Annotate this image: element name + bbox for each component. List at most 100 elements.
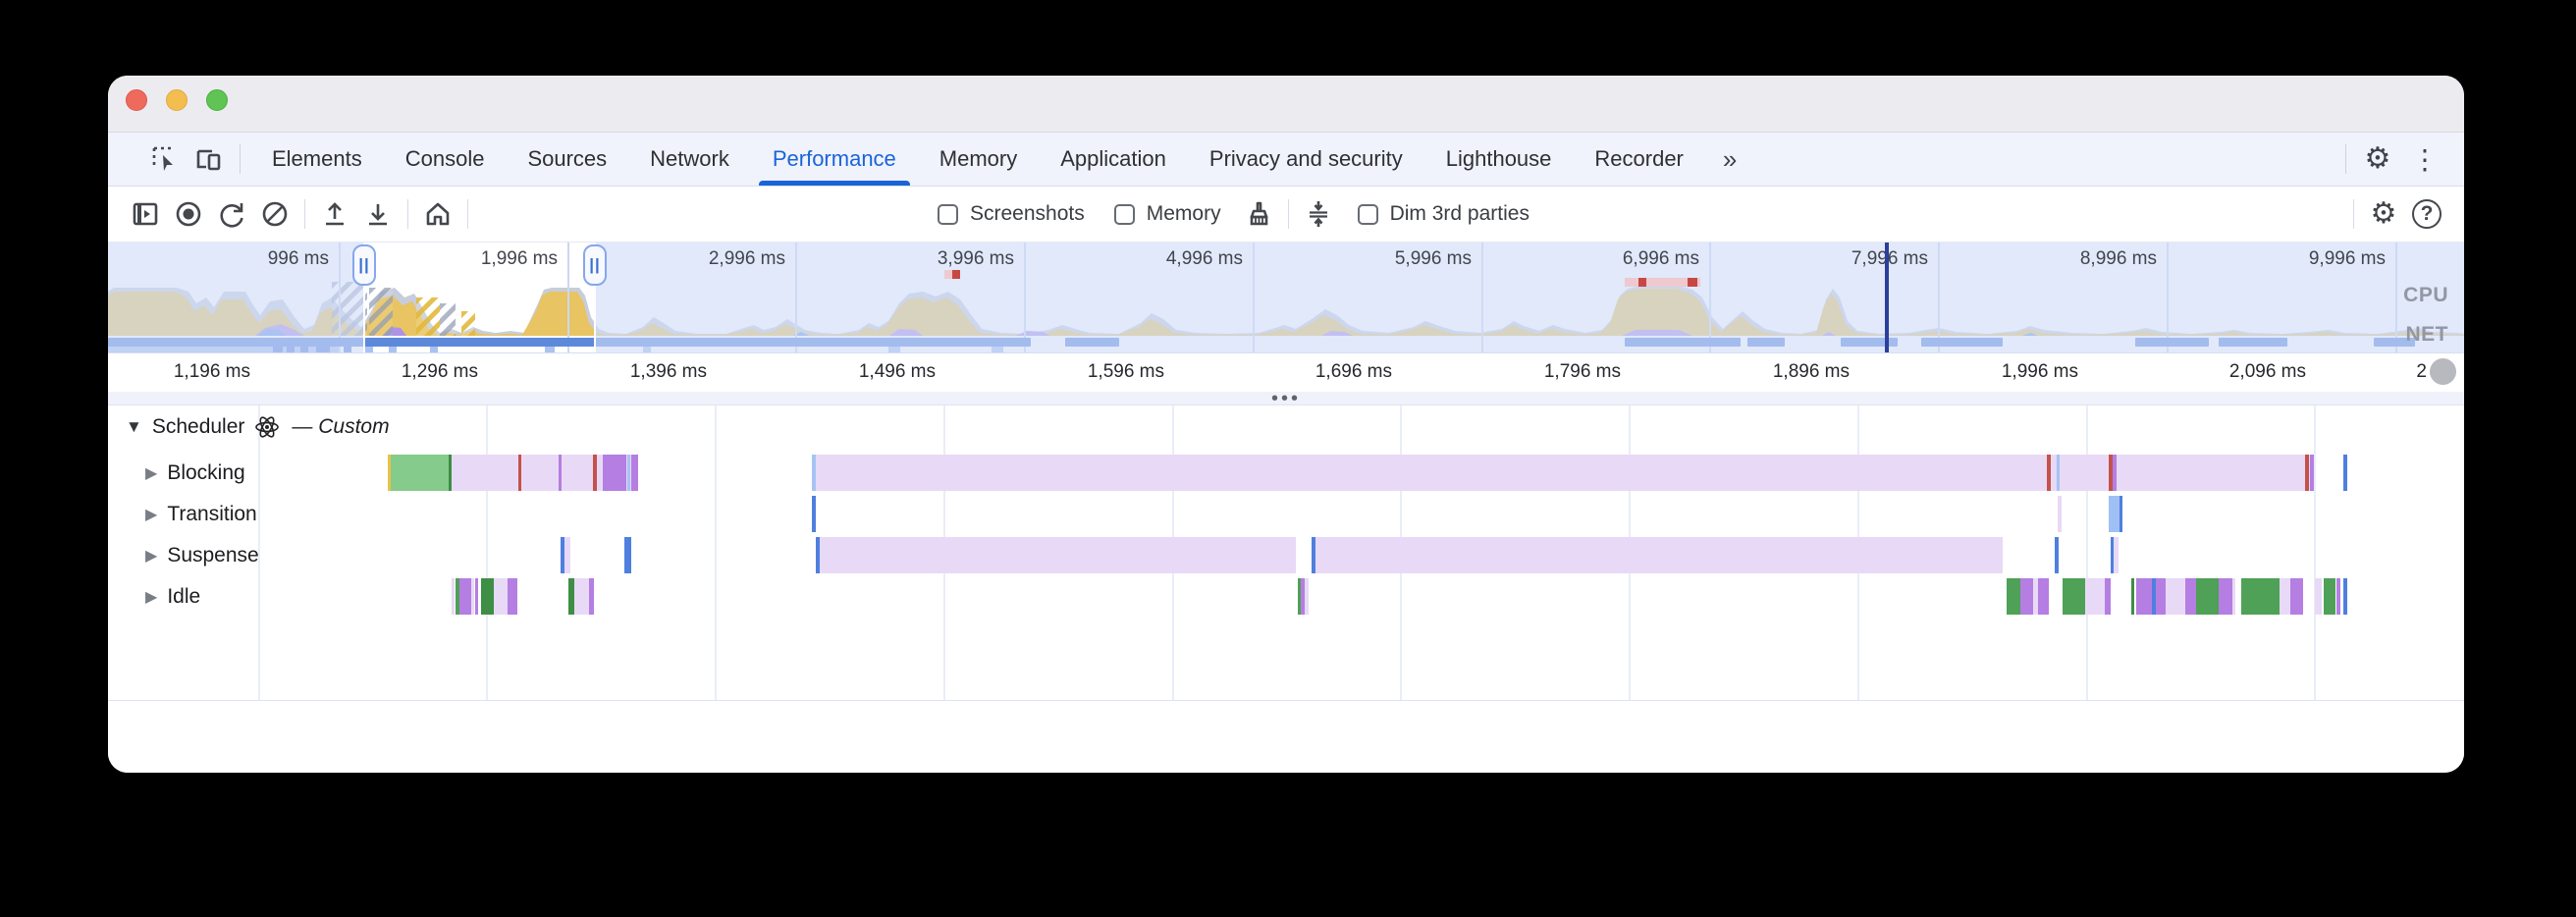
track-row-blocking[interactable]: ▶Blocking (145, 461, 245, 485)
flame-event-idle[interactable] (589, 578, 594, 615)
flame-event-idle[interactable] (2131, 578, 2134, 615)
selection-left-handle[interactable]: || (352, 244, 376, 286)
flame-event-idle[interactable] (2033, 578, 2038, 615)
flame-event-idle[interactable] (2152, 578, 2156, 615)
flame-event-blocking[interactable] (812, 455, 816, 491)
tab-privacy-and-security[interactable]: Privacy and security (1208, 146, 1403, 171)
upload-profile-icon[interactable] (313, 192, 356, 236)
more-tabs-icon[interactable]: » (1722, 143, 1737, 174)
flame-event-blocking[interactable] (631, 455, 638, 491)
track-row-suspense[interactable]: ▶Suspense (145, 544, 259, 567)
flame-event-blocking[interactable] (2057, 455, 2060, 491)
flame-event-idle[interactable] (2336, 578, 2340, 615)
memory-checkbox[interactable] (1113, 203, 1135, 225)
flame-event-idle[interactable] (2085, 578, 2107, 615)
flame-event-idle[interactable] (2219, 578, 2232, 615)
help-icon[interactable]: ? (2405, 192, 2448, 236)
flame-event-idle[interactable] (1298, 578, 1301, 615)
tab-sources[interactable]: Sources (527, 146, 608, 171)
flame-event-idle[interactable] (471, 578, 474, 615)
collapse-triangle-icon[interactable]: ▼ (126, 417, 142, 436)
flame-event-idle[interactable] (2105, 578, 2111, 615)
flame-event-blocking[interactable] (2113, 455, 2117, 491)
tab-application[interactable]: Application (1060, 146, 1166, 171)
playhead-marker[interactable] (1885, 243, 1889, 352)
capture-settings-gear-icon[interactable]: ⚙ (2370, 197, 2397, 230)
home-icon[interactable] (416, 192, 459, 236)
screenshots-checkbox[interactable] (938, 203, 958, 225)
flame-event-idle[interactable] (459, 578, 471, 615)
flame-event-suspense[interactable] (564, 537, 570, 573)
flame-event-idle[interactable] (2136, 578, 2152, 615)
flame-event-suspense[interactable] (2111, 537, 2114, 573)
flame-event-idle[interactable] (2007, 578, 2020, 615)
flame-event-blocking[interactable] (449, 455, 452, 491)
close-window-button[interactable] (126, 89, 147, 111)
clear-recording-icon[interactable] (253, 192, 296, 236)
flame-event-idle[interactable] (2038, 578, 2049, 615)
expand-triangle-icon[interactable]: ▶ (145, 507, 158, 523)
zoom-window-button[interactable] (206, 89, 228, 111)
flame-event-blocking[interactable] (518, 455, 521, 491)
flame-event-suspense[interactable] (2055, 537, 2059, 573)
flame-event-idle[interactable] (574, 578, 589, 615)
flame-event-suspense[interactable] (1315, 537, 2003, 573)
flame-event-idle[interactable] (452, 578, 455, 615)
flame-event-idle[interactable] (2196, 578, 2219, 615)
flame-event-blocking[interactable] (391, 455, 449, 491)
minimize-window-button[interactable] (166, 89, 188, 111)
compress-view-icon[interactable] (1297, 192, 1340, 236)
flame-event-transition[interactable] (2120, 496, 2122, 532)
flame-event-idle[interactable] (2280, 578, 2290, 615)
tab-performance[interactable]: Performance (751, 133, 918, 186)
flame-event-idle[interactable] (2166, 578, 2185, 615)
flame-event-blocking[interactable] (2047, 455, 2051, 491)
flame-event-blocking[interactable] (627, 455, 630, 491)
tab-network[interactable]: Network (650, 146, 729, 171)
track-group-scheduler[interactable]: ▼ Scheduler — Custom (126, 414, 390, 440)
flame-event-suspense[interactable] (2114, 537, 2119, 573)
track-row-transition[interactable]: ▶Transition (145, 503, 257, 526)
flame-event-idle[interactable] (1301, 578, 1305, 615)
tab-console[interactable]: Console (404, 146, 485, 171)
flame-event-blocking[interactable] (603, 455, 626, 491)
flame-event-blocking[interactable] (593, 455, 597, 491)
flame-event-idle[interactable] (2315, 578, 2322, 615)
tab-memory[interactable]: Memory (939, 146, 1018, 171)
flame-event-blocking[interactable] (2310, 455, 2314, 491)
flame-event-transition[interactable] (812, 496, 816, 532)
flame-event-suspense[interactable] (624, 537, 631, 573)
flame-event-idle[interactable] (456, 578, 459, 615)
flame-event-idle[interactable] (2020, 578, 2033, 615)
flame-event-idle[interactable] (508, 578, 517, 615)
flame-event-idle[interactable] (568, 578, 574, 615)
toggle-sidebar-icon[interactable] (124, 192, 167, 236)
flame-event-idle[interactable] (1305, 578, 1309, 615)
flame-event-blocking[interactable] (816, 455, 2313, 491)
flame-event-idle[interactable] (481, 578, 494, 615)
flame-event-idle[interactable] (2185, 578, 2196, 615)
flame-event-blocking[interactable] (2343, 455, 2347, 491)
expand-triangle-icon[interactable]: ▶ (145, 589, 158, 606)
kebab-menu-icon[interactable]: ⋮ (2411, 143, 2439, 175)
record-button[interactable] (167, 192, 210, 236)
expand-triangle-icon[interactable]: ▶ (145, 548, 158, 565)
flame-event-transition[interactable] (2109, 496, 2120, 532)
scroll-knob[interactable] (2430, 358, 2456, 385)
flame-event-idle[interactable] (494, 578, 508, 615)
track-row-idle[interactable]: ▶Idle (145, 585, 200, 609)
flame-event-idle[interactable] (2290, 578, 2303, 615)
flame-chart[interactable]: ▼ Scheduler — Custom ▶Blocking ▶Transitio… (108, 405, 2464, 700)
flame-event-suspense[interactable] (816, 537, 820, 573)
flame-event-suspense[interactable] (820, 537, 1296, 573)
flame-event-blocking[interactable] (2305, 455, 2309, 491)
flame-event-idle[interactable] (2232, 578, 2235, 615)
flame-event-suspense[interactable] (561, 537, 564, 573)
reload-and-record-icon[interactable] (210, 192, 253, 236)
tab-lighthouse[interactable]: Lighthouse (1445, 146, 1552, 171)
flame-event-idle[interactable] (2063, 578, 2085, 615)
flame-event-idle[interactable] (2241, 578, 2280, 615)
flame-event-blocking[interactable] (2109, 455, 2113, 491)
tab-elements[interactable]: Elements (272, 146, 362, 171)
